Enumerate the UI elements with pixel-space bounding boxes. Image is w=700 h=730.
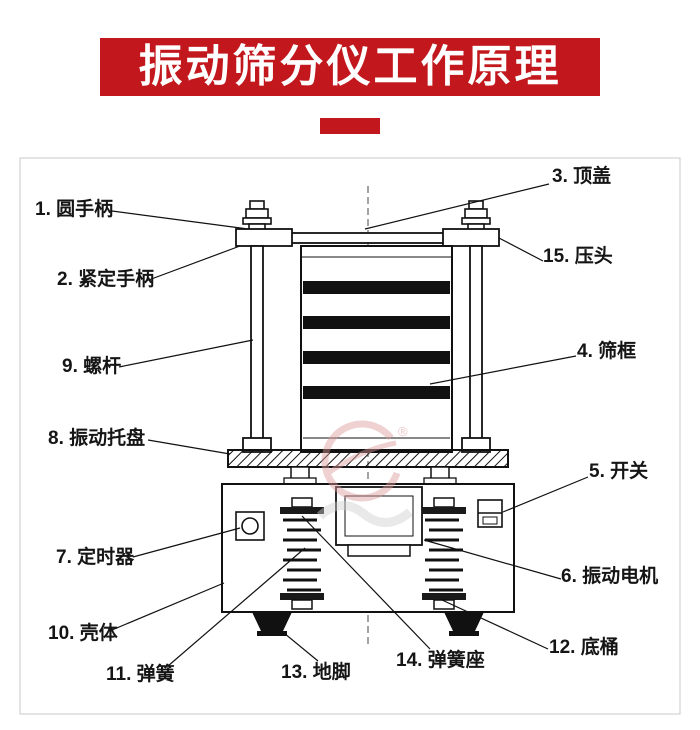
label-switch: 5. 开关 [589,461,649,482]
timer [235,511,265,541]
top-crossbar [235,228,500,247]
label-spring: 11. 弹簧 [106,664,175,685]
vibration-motor [335,486,423,557]
label-bottom-barrel: 12. 底桶 [549,637,619,658]
screw-rods [242,245,491,453]
label-timer: 7. 定时器 [56,547,135,568]
watermark-logo: ® [316,420,413,527]
vibration-tray [227,449,509,485]
label-foot: 13. 地脚 [281,662,351,683]
leader-lines [111,183,589,667]
label-top-cover: 3. 顶盖 [552,166,612,187]
sieve-stack [300,245,453,453]
feet [252,612,484,636]
label-locking-handle: 2. 紧定手柄 [57,269,155,290]
label-vibration-motor: 6. 振动电机 [561,566,659,587]
label-screw-rod: 9. 螺杆 [62,356,122,377]
title-divider [320,118,380,134]
registered-mark: ® [398,424,408,439]
label-press-head: 15. 压头 [543,246,613,267]
label-round-handle: 1. 圆手柄 [35,199,114,220]
label-housing: 10. 壳体 [48,623,118,644]
label-sieve-frame: 4. 筛框 [577,341,637,362]
round-handle-icon [242,200,491,233]
switch [477,499,503,528]
left-spring [280,497,324,610]
label-spring-seat: 14. 弹簧座 [396,650,485,671]
right-spring [422,497,466,610]
page-title: 振动筛分仪工作原理 [100,38,600,96]
label-vibration-tray: 8. 振动托盘 [48,428,146,449]
